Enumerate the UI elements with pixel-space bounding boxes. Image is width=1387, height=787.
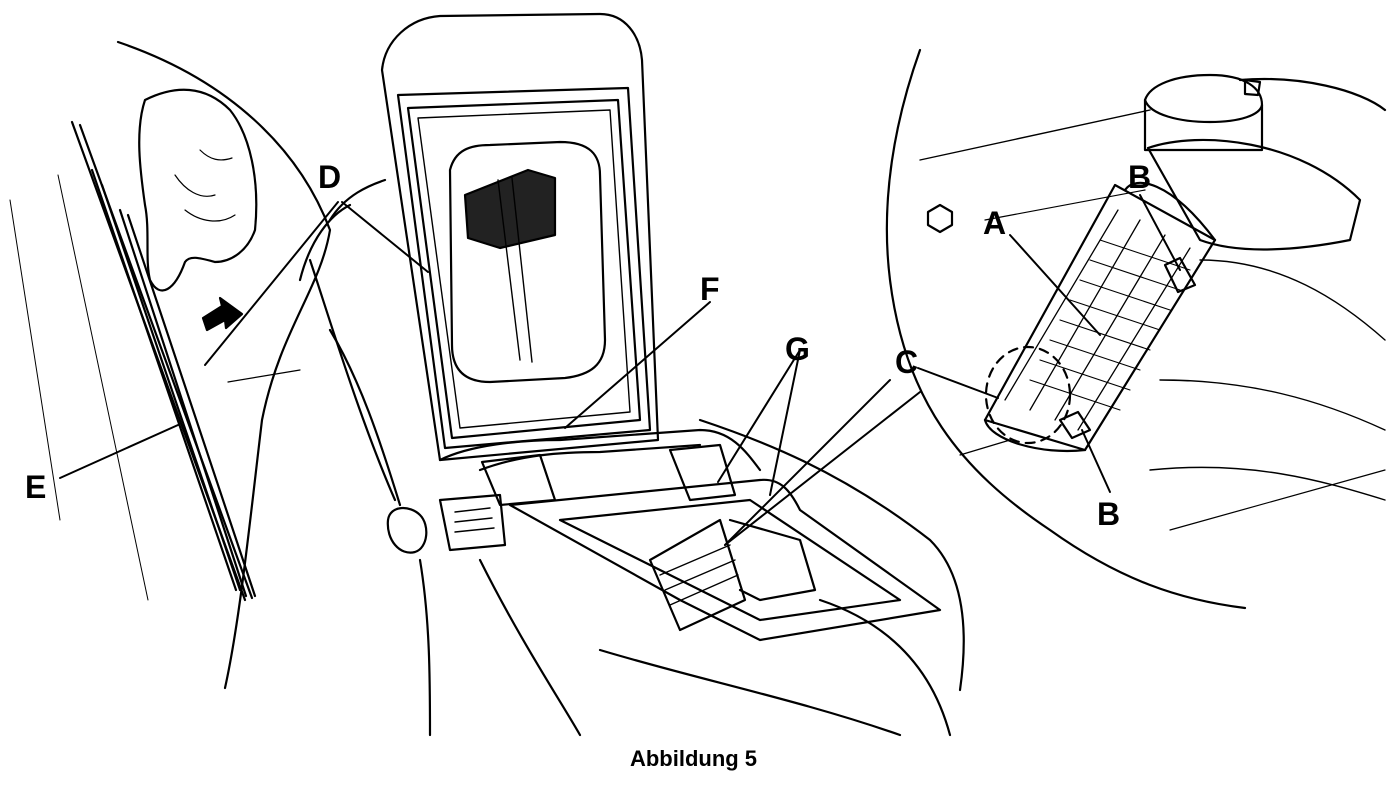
- left-inset-outline: [116, 40, 332, 690]
- finger-illustration: [138, 88, 258, 292]
- right-inset-outline: [885, 48, 1247, 610]
- callout-f: F: [700, 271, 720, 307]
- left-detail-inset: [9, 40, 332, 690]
- bolt: [926, 203, 954, 234]
- filter-cylinder: [983, 183, 1217, 452]
- callout-g: G: [785, 331, 810, 367]
- figure-caption: Abbildung 5: [629, 746, 758, 771]
- callout-b-top: B: [1128, 159, 1151, 195]
- callout-c: C: [895, 344, 918, 380]
- filter-in-tank: [648, 518, 747, 632]
- callout-d: D: [318, 159, 341, 195]
- push-arrow-icon: [201, 296, 244, 332]
- tank-opening: [508, 478, 942, 642]
- knob: [386, 507, 428, 554]
- seal-highlight-circle: [984, 345, 1072, 445]
- callout-e: E: [25, 469, 46, 505]
- technical-illustration: D E F G A B C B: [9, 12, 1387, 737]
- machine-illustration: [298, 12, 965, 737]
- callout-b-bottom: B: [1097, 496, 1120, 532]
- right-detail-inset: [885, 48, 1387, 610]
- leader-lines: [59, 194, 1181, 546]
- lid: [380, 12, 660, 462]
- callout-a: A: [983, 205, 1006, 241]
